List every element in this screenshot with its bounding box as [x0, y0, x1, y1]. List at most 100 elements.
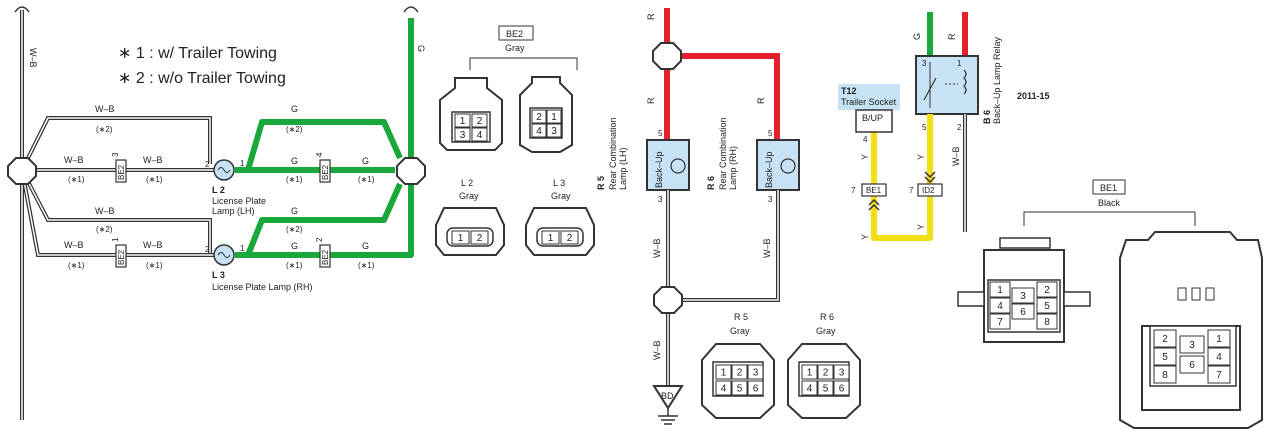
pin-number: 7: [1216, 370, 1222, 381]
note-ref: (∗1): [68, 175, 85, 184]
pin-cell: [531, 123, 547, 138]
component-name: Rear Combination: [718, 117, 728, 190]
pin-cell: [731, 364, 748, 380]
pin-number: 6: [753, 384, 759, 395]
pin-number: 2: [823, 368, 829, 379]
view-title-be1: BE1: [1100, 183, 1117, 193]
pin-number: 8: [1044, 317, 1050, 328]
pin-number: 2: [205, 245, 210, 254]
pin-number: 1: [458, 233, 464, 244]
pin-number: 8: [1162, 370, 1168, 381]
wire-label-wb: W–B: [143, 240, 163, 250]
pin-cell: [546, 123, 562, 138]
connector-be2: [319, 244, 331, 268]
pin-number: 1: [460, 116, 466, 127]
junction-node: [7, 157, 37, 185]
pin-number: 5: [823, 384, 829, 395]
wire-label-wb: W–B: [143, 155, 163, 165]
component-id-t12: T12: [841, 86, 857, 96]
component-id-r5: R 5: [596, 176, 606, 190]
wire-label-wb: W–B: [762, 238, 772, 258]
backup-label: Back–Up: [764, 151, 774, 188]
pin-number: 3: [768, 195, 773, 204]
pin-cell: [989, 281, 1011, 298]
pin-number: 4: [315, 152, 324, 157]
pin-cell: [470, 230, 489, 245]
pin-number: 1: [957, 59, 962, 68]
component-id-b6: B 6: [982, 110, 992, 124]
wire-label-g: G: [291, 104, 298, 114]
pin-number: 6: [1020, 307, 1026, 318]
legend-note-1: ∗ 1 : w/ Trailer Towing: [118, 45, 277, 62]
wire-label-g: G: [291, 156, 298, 166]
wire-label-wb: W–B: [951, 146, 961, 166]
component-name: Rear Combination: [608, 117, 618, 190]
pin-number: 1: [551, 112, 557, 123]
wire-label-y: Y: [860, 234, 870, 240]
wire-label-r: R: [756, 97, 766, 104]
wire-label-y: Y: [916, 224, 926, 230]
pin-cell: [1153, 347, 1177, 366]
view-color: Gray: [730, 326, 750, 336]
pin-number: 2: [957, 123, 962, 132]
view-title-r6: R 6: [820, 312, 834, 322]
pin-cell: [731, 380, 748, 396]
pin-number: 1: [721, 368, 727, 379]
pin-number: 3: [658, 195, 663, 204]
pin-number: 3: [753, 368, 759, 379]
pin-number: 4: [863, 135, 868, 144]
pin-number: 3: [839, 368, 845, 379]
component-id-l2: L 2: [212, 185, 225, 195]
pin-number: 1: [807, 368, 813, 379]
wire-label-wb: W–B: [95, 206, 115, 216]
pin-cell: [1207, 329, 1231, 348]
pin-number: 7: [909, 186, 914, 195]
pin-number: 5: [1162, 352, 1168, 363]
connector-label-id2: ID2: [922, 186, 935, 195]
pin-cell: [801, 380, 818, 396]
relay-circuit: G R 3 1 5 2 B 6 Back–Up Lamp Relay 2011-…: [838, 12, 1050, 241]
pin-number: 2: [205, 160, 210, 169]
component-name: Back–Up Lamp Relay: [992, 36, 1002, 124]
pin-cell: [1011, 287, 1035, 304]
junction-node: [652, 42, 682, 70]
legend-note-2: ∗ 2 : w/o Trailer Towing: [118, 70, 286, 87]
pin-number: 2: [737, 368, 743, 379]
pin-cell: [471, 113, 488, 128]
component-id-r6: R 6: [706, 176, 716, 190]
pin-number: 6: [1189, 360, 1195, 371]
pin-number: 1: [548, 233, 554, 244]
pin-number: 6: [839, 384, 845, 395]
pin-number: 2: [1044, 285, 1050, 296]
component-name: License Plate: [212, 196, 266, 206]
view-color: Black: [1098, 198, 1121, 208]
pin-number: 7: [997, 317, 1003, 328]
pin-number: 5: [1044, 301, 1050, 312]
view-title-be2: BE2: [506, 29, 523, 39]
ground-label-bd: BD: [661, 391, 674, 401]
note-ref: (∗1): [358, 261, 375, 270]
pin-cell: [541, 230, 560, 245]
pin-cell: [1011, 303, 1035, 320]
component-r6: [756, 139, 800, 191]
view-color: Gray: [551, 191, 571, 201]
pin-number: 1: [1216, 334, 1222, 345]
connector-label-be2: BE2: [321, 164, 330, 180]
pin-cell: [833, 364, 850, 380]
wire-label-y: Y: [860, 154, 870, 160]
pin-cell: [989, 313, 1011, 330]
pin-cell: [451, 230, 470, 245]
backup-label: Back–Up: [654, 151, 664, 188]
pin-number: 2: [315, 237, 324, 242]
wire-label-g: G: [362, 156, 369, 166]
trailer-socket-label: [838, 84, 900, 110]
pin-number: 1: [111, 237, 120, 242]
pin-cell: [817, 364, 834, 380]
pin-number: 7: [851, 186, 856, 195]
rear-combination-circuit: R R R Back–Up Back–Up 5 3 5 3 R 5 Rear C…: [596, 8, 861, 425]
connector-be1: [861, 183, 887, 197]
note-ref: (∗1): [286, 175, 303, 184]
pin-number: 4: [807, 384, 813, 395]
pin-cell: [471, 127, 488, 142]
